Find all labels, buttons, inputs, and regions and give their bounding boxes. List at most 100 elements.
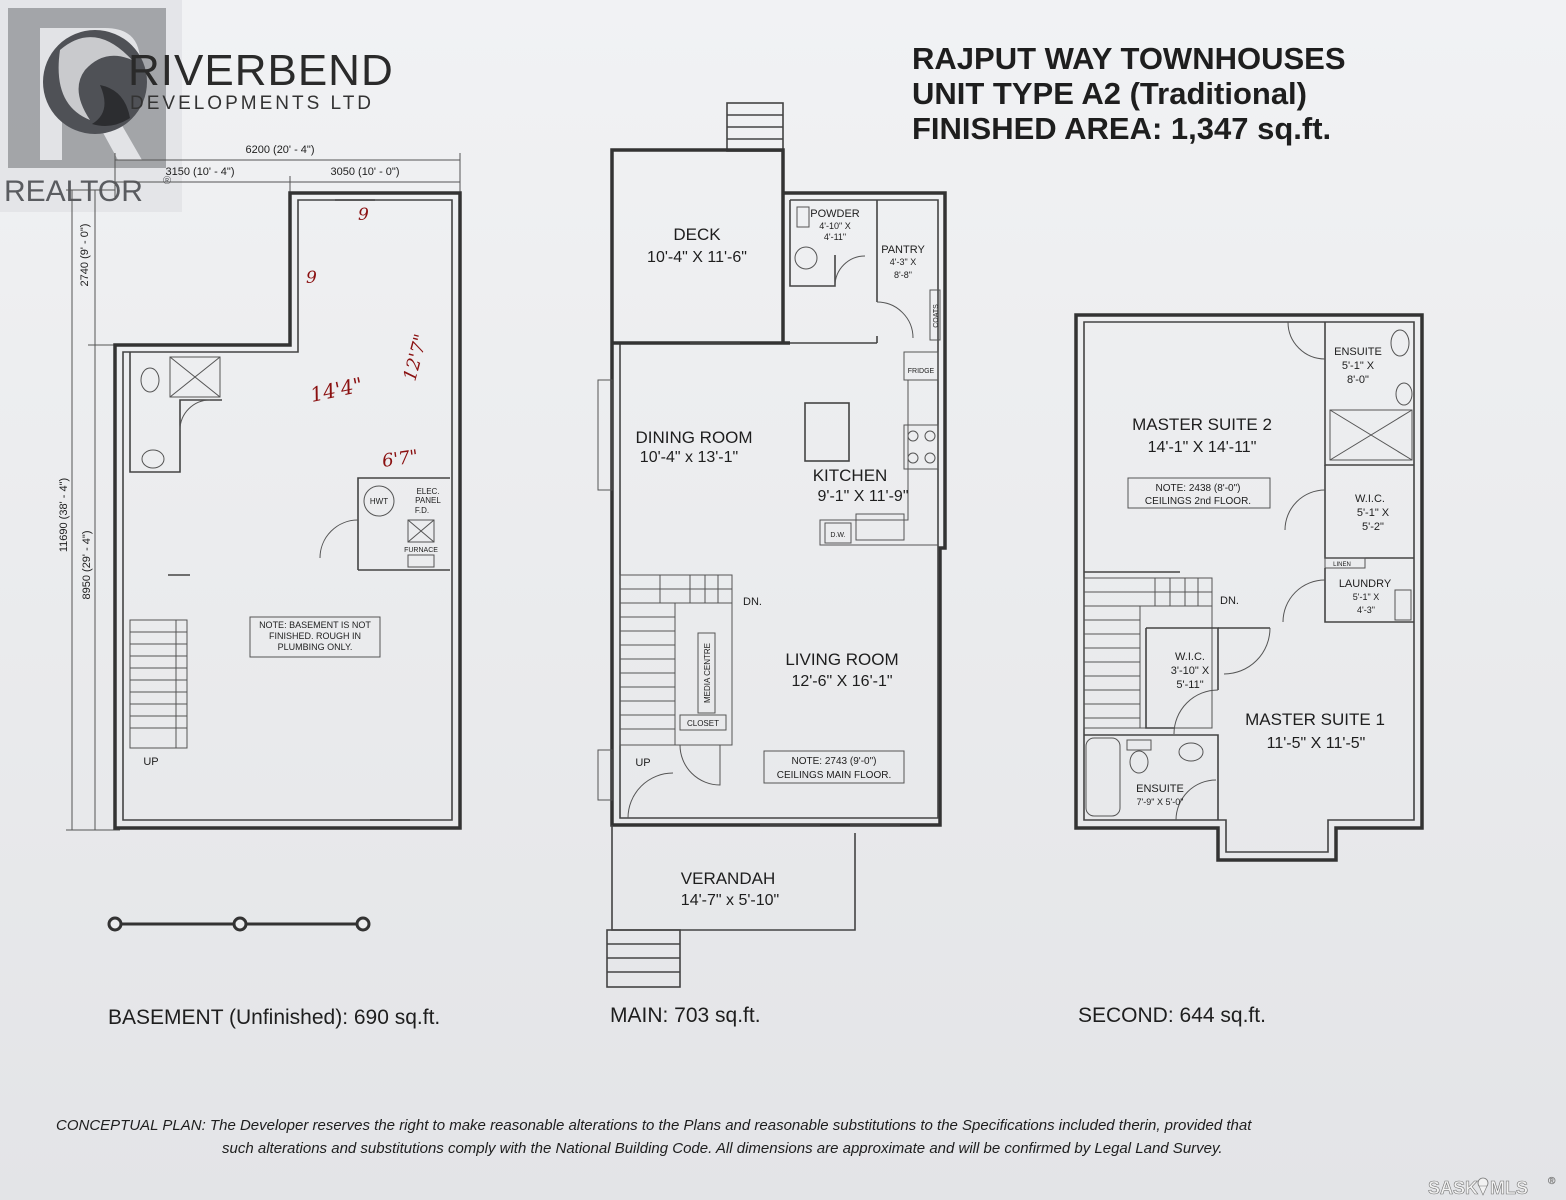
ensuite-top-door-swing — [1287, 321, 1326, 360]
kitchen-island — [804, 402, 850, 462]
basement-note-2: FINISHED. ROUGH IN — [269, 631, 361, 641]
wic-top-door-swing — [1284, 489, 1326, 531]
basement-stairs-up: UP — [143, 756, 158, 768]
wic-bottom-dim-2: 5'-11" — [1176, 679, 1203, 691]
furnace-label: FURNACE — [404, 547, 438, 554]
powder-dim-1: 4'-10" X — [819, 221, 850, 231]
wic-bottom-dim-1: 3'-10" X — [1171, 665, 1210, 677]
ensuite-top-dim-2: 8'-0" — [1347, 374, 1369, 386]
map-pin-icon — [1477, 1177, 1489, 1196]
dining-window-bay — [597, 379, 613, 491]
closet — [679, 714, 727, 731]
main-outer-wall — [610, 191, 947, 827]
powder-door-swing — [834, 255, 866, 287]
wic-top-dim-1: 5'-1" X — [1357, 507, 1390, 519]
deck-rail — [610, 148, 785, 350]
title-finished-area: FINISHED AREA: 1,347 sq.ft. — [912, 111, 1331, 146]
wic-top-name: W.I.C. — [1355, 493, 1385, 505]
verandah-dim: 14'-7" x 5'-10" — [681, 892, 779, 909]
closet-label: CLOSET — [687, 719, 719, 728]
toilet-rough-in — [140, 367, 160, 393]
basement-outer-wall — [113, 191, 462, 830]
main-floor-plan: DECK 10'-4" X 11'-6" POWDER 4'-10" X 4'-… — [597, 102, 947, 1027]
basement-caption: BASEMENT (Unfinished): 690 sq.ft. — [108, 1006, 440, 1029]
main-stairs — [619, 574, 733, 746]
ensuite-bottom-walls — [1084, 734, 1219, 820]
deck-dim: 10'-4" X 11'-6" — [647, 249, 747, 266]
coats-label: COATS — [933, 304, 940, 328]
main-note-1: NOTE: 2743 (9'-0") — [792, 756, 877, 767]
laundry-door-swing — [1282, 579, 1326, 623]
dim-basement-right: 3050 (10' - 0") — [331, 166, 400, 178]
ensuite-bottom-dim: 7'-9" X 5'-0" — [1137, 797, 1184, 807]
verandah-rail — [611, 825, 856, 931]
media-centre-label: MEDIA CENTRE — [703, 643, 712, 703]
furnace-icon — [407, 519, 435, 543]
powder-name: POWDER — [810, 208, 860, 220]
second-stairs — [1083, 577, 1213, 729]
second-inner-wall — [1083, 321, 1415, 853]
ensuite-bottom-sink — [1178, 742, 1204, 762]
laundry-name: LAUNDRY — [1339, 578, 1392, 590]
ensuite-top-toilet — [1395, 382, 1413, 406]
ensuite-bottom-toilet — [1129, 750, 1149, 774]
kitchen-counter — [819, 380, 938, 546]
handwritten-note-3: 14'4" — [308, 372, 365, 406]
floor-drain-label: F.D. — [415, 506, 429, 515]
kitchen-dim: 9'-1" X 11'-9" — [818, 488, 909, 505]
laundry-dim-2: 4'-3" — [1357, 605, 1375, 615]
wic-bottom-name: W.I.C. — [1175, 651, 1205, 663]
dining-dim: 10'-4" x 13'-1" — [640, 449, 738, 466]
main-caption: MAIN: 703 sq.ft. — [610, 1004, 761, 1027]
basement-stairs — [129, 619, 188, 749]
realtor-label: REALTOR — [4, 175, 143, 208]
ms2-dim: 14'-1" X 14'-11" — [1148, 439, 1257, 456]
verandah-name: VERANDAH — [681, 869, 775, 888]
powder-dim-2: 4'-11" — [824, 232, 846, 242]
mechanical-room-walls — [357, 477, 450, 571]
main-note-2: CEILINGS MAIN FLOOR. — [777, 770, 891, 781]
beam-line — [107, 916, 371, 932]
kitchen-range — [903, 424, 939, 470]
closet-door-swing — [679, 744, 721, 786]
second-outer-wall — [1074, 313, 1424, 862]
powder-toilet — [796, 206, 810, 228]
realtor-trademark: ® — [163, 175, 171, 187]
verandah-steps — [606, 929, 681, 988]
second-caption: SECOND: 644 sq.ft. — [1078, 1004, 1266, 1027]
dim-basement-left: 3150 (10' - 4") — [166, 166, 235, 178]
sask-mls-watermark: SASK MLS ® — [1428, 1176, 1557, 1199]
ensuite-top-walls — [1324, 322, 1414, 466]
main-inner-wall — [619, 199, 939, 819]
basement-note-1: NOTE: BASEMENT IS NOT — [259, 620, 371, 630]
deck-name: DECK — [673, 225, 721, 244]
dishwasher — [824, 522, 852, 544]
kitchen-name: KITCHEN — [813, 466, 888, 485]
title-unit-type: UNIT TYPE A2 (Traditional) — [912, 76, 1307, 111]
basement-note-box — [249, 616, 381, 658]
bathtub — [1085, 737, 1121, 817]
ensuite-top-shower — [1329, 409, 1413, 461]
panel-label: PANEL — [415, 496, 441, 505]
dim-basement-top-offset: 2740 (9' - 0") — [79, 224, 91, 287]
handwritten-note-2: 9 — [306, 268, 317, 288]
pantry-door-swing — [876, 301, 914, 339]
brand-name: RIVERBEND — [128, 46, 394, 95]
fridge — [903, 351, 939, 381]
basement-plan: 6200 (20' - 4") 3150 (10' - 4") 3050 (10… — [58, 144, 462, 1029]
dining-name: DINING ROOM — [635, 428, 752, 447]
wic-top-dim-2: 5'-2" — [1362, 521, 1384, 533]
powder-sink — [794, 246, 818, 270]
living-dim: 12'-6" X 16'-1" — [791, 673, 892, 690]
ms2-name: MASTER SUITE 2 — [1132, 415, 1272, 434]
pantry-dim-2: 8'-8" — [894, 270, 912, 280]
ensuite-top-name: ENSUITE — [1334, 346, 1382, 358]
media-centre — [697, 632, 716, 714]
basement-dimension-lines — [66, 153, 461, 831]
hwt-label: HWT — [370, 497, 388, 506]
main-stairs-up: UP — [635, 757, 650, 769]
dim-basement-width: 6200 (20' - 4") — [246, 144, 315, 156]
main-stairs-dn: DN. — [743, 596, 762, 608]
